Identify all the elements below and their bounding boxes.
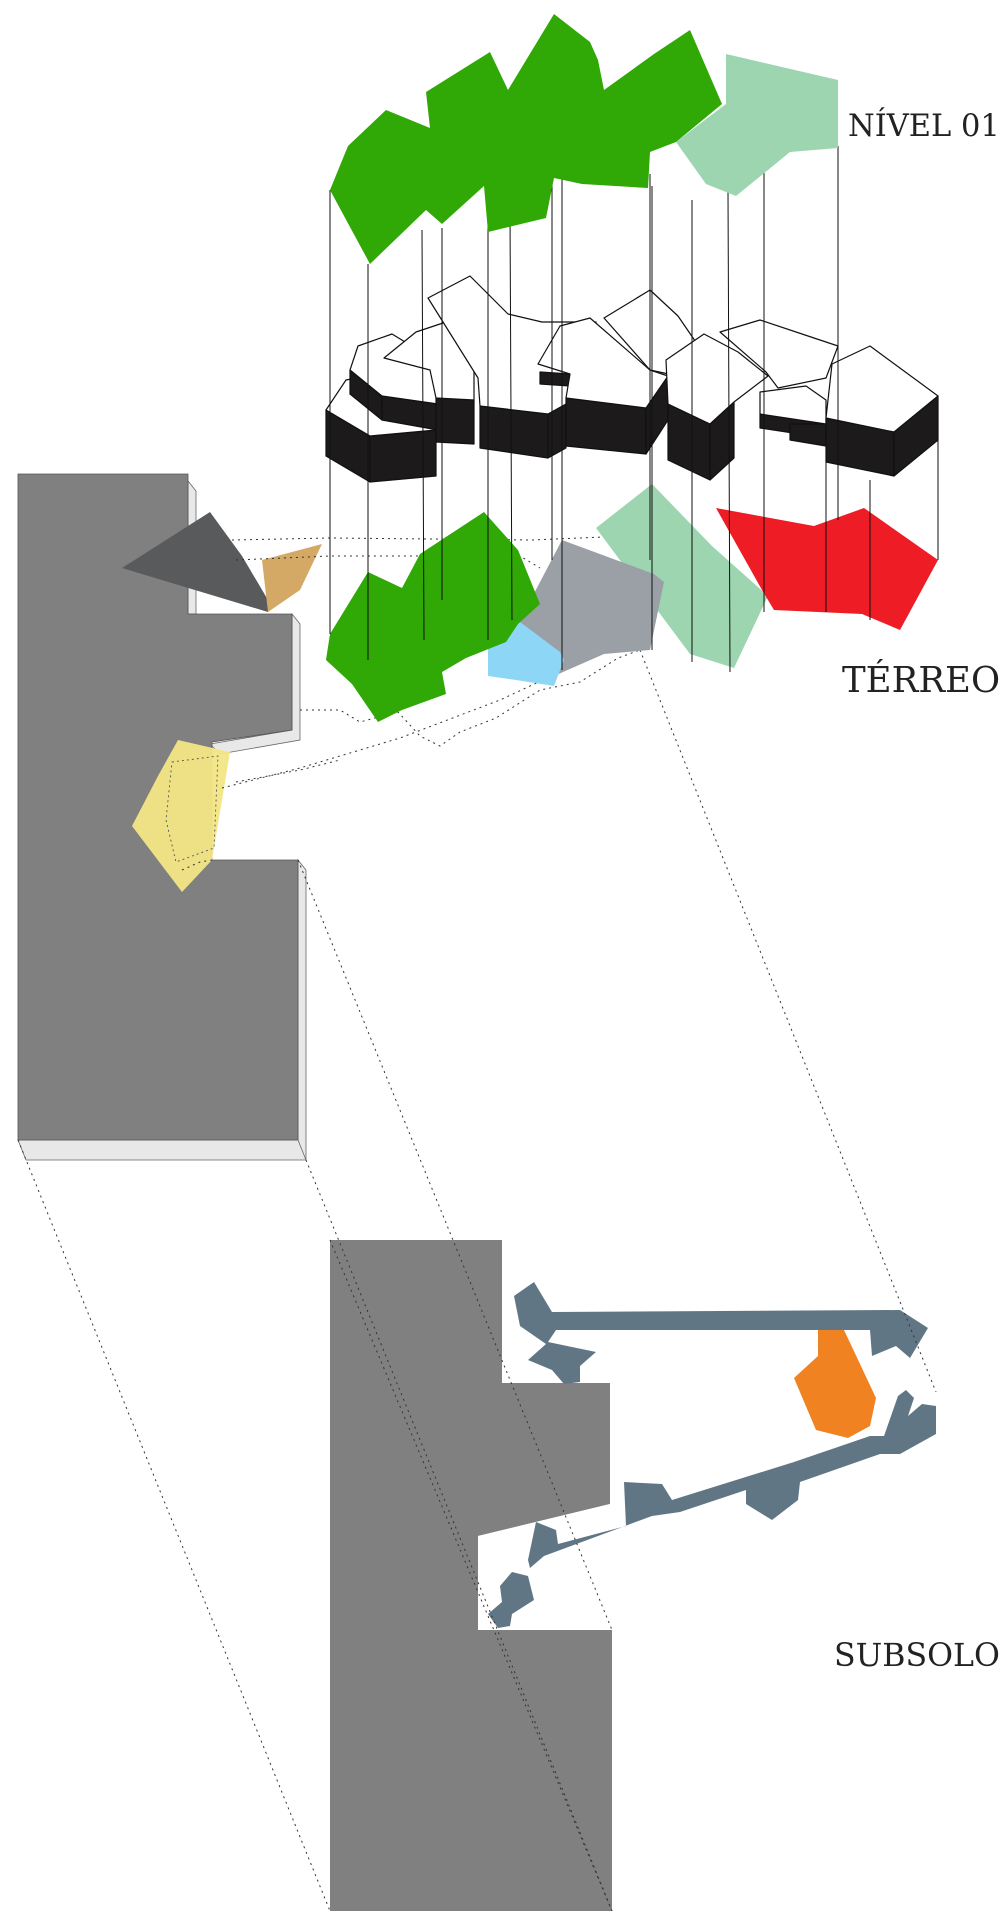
- terreo-dark-green: [326, 512, 540, 722]
- label-subsolo: SUBSOLO: [834, 1638, 1000, 1674]
- building-blocks: [326, 276, 938, 482]
- site-plan-subsolo: [330, 1240, 936, 1911]
- nivel01-plan: [330, 14, 838, 264]
- site-terreo-side: [298, 860, 306, 1160]
- label-terreo: TÉRREO: [842, 659, 1000, 701]
- block-side: [480, 406, 548, 458]
- projection-line: [640, 650, 936, 1392]
- block-side: [540, 372, 570, 386]
- block-side: [790, 424, 826, 446]
- site-terreo-side: [18, 1140, 306, 1160]
- site-plan-terreo: [18, 474, 322, 1160]
- projection-line: [236, 760, 340, 782]
- nivel01-dark-green: [330, 14, 722, 264]
- label-nivel01: NÍVEL 01: [848, 108, 1000, 144]
- subsolo-orange: [794, 1330, 876, 1438]
- block-side: [370, 430, 436, 482]
- route-segment: [514, 1282, 928, 1384]
- projection-line: [18, 1140, 330, 1911]
- plaza-tan: [262, 544, 322, 612]
